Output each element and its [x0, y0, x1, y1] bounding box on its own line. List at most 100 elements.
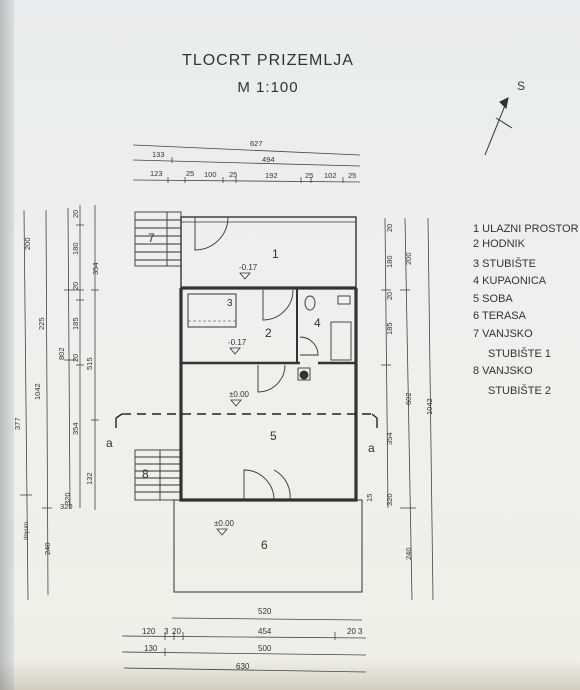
top-dimension-lines — [132, 144, 361, 183]
legend-item: 8 VANJSKO — [473, 365, 533, 377]
room-number: 3 — [227, 298, 233, 309]
dim-label: 520 — [258, 607, 272, 616]
legend-item: 4 KUPAONICA — [473, 275, 547, 287]
dim-label: 185 — [71, 317, 80, 330]
dim-label: 354 — [91, 262, 100, 275]
dim-label: 25 — [348, 171, 356, 180]
dim-label: 200 — [23, 237, 32, 250]
dim-label: 20 — [71, 354, 80, 362]
level-marks: -0.17 -0.17 ±0.00 ±0.00 — [214, 263, 258, 528]
right-dimension-lines — [381, 217, 434, 601]
dim-label: 20 — [71, 210, 80, 218]
level-triangles — [216, 272, 251, 536]
legend-item: 3 STUBIŠTE — [473, 257, 536, 270]
dim-label: 354 — [71, 422, 80, 435]
dim-label: 20 — [172, 627, 181, 636]
legend-item: 7 VANJSKO — [473, 328, 533, 340]
room-number: 4 — [314, 316, 321, 330]
dim-label: 100 — [204, 170, 217, 179]
legend-item: 6 TERASA — [473, 310, 527, 322]
dim-label: 354 — [385, 432, 394, 445]
dim-label: 320 — [63, 492, 72, 505]
level-mark: ±0.00 — [229, 390, 250, 399]
legend-item: 1 ULAZNI PROSTOR — [473, 223, 579, 235]
terrace-outline — [173, 499, 363, 593]
section-label-left: a — [106, 436, 113, 450]
dim-label: 3 — [164, 627, 169, 636]
top-dimension-labels: 627 133 494 123 25 100 25 192 25 102 25 — [150, 139, 356, 180]
dim-label: 225 — [37, 317, 46, 330]
building-walls — [179, 216, 358, 502]
dim-label: 240 — [404, 547, 413, 560]
dim-label: 627 — [250, 139, 263, 148]
dim-label: 377 — [13, 417, 22, 430]
dim-label: 3 — [358, 627, 363, 636]
dim-label: 185 — [385, 322, 394, 335]
north-arrow-icon — [484, 97, 513, 156]
dim-label: 133 — [152, 150, 165, 159]
dim-label: 20 — [347, 627, 356, 636]
legend-item: STUBIŠTE 2 — [488, 384, 551, 397]
dim-label: 200 — [404, 252, 413, 265]
bathroom-fixtures — [297, 295, 352, 381]
room-numbers: 1 2 3 4 5 6 7 8 — [142, 231, 321, 552]
dim-label: 1042 — [425, 398, 434, 415]
left-dimension-labels: 377 1042 240 225 802 320 200 515 132 20 … — [13, 210, 100, 555]
room-number: 2 — [265, 326, 272, 340]
left-dimension-lines — [20, 205, 99, 601]
level-mark: -0.17 — [228, 338, 247, 347]
dim-label: 132 — [85, 472, 94, 485]
dim-label: 20 — [71, 282, 80, 290]
dim-label: 1042 — [33, 383, 42, 400]
plan-title: TLOCRT PRIZEMLJA — [182, 52, 354, 69]
dim-label: 454 — [258, 627, 272, 636]
dim-note: dnyum — [24, 522, 30, 540]
dim-label: 630 — [236, 662, 250, 671]
legend-item: STUBIŠTE 1 — [488, 347, 551, 360]
dim-label: 180 — [71, 242, 80, 255]
room-number: 8 — [142, 467, 149, 481]
dim-label: 494 — [262, 155, 275, 164]
dim-label: 320 — [385, 493, 394, 506]
right-dimension-labels: 20 180 20 185 354 15 320 200 602 240 104… — [365, 224, 434, 560]
dim-label: 20 — [385, 292, 394, 300]
dim-label: 180 — [385, 255, 394, 268]
plan-scale: M 1:100 — [237, 79, 298, 96]
dim-label: 192 — [265, 171, 278, 180]
room-number: 7 — [148, 231, 155, 245]
legend-item: 5 SOBA — [473, 293, 513, 305]
dim-label: 120 — [142, 627, 156, 636]
dim-label: 602 — [404, 392, 413, 405]
bottom-dimension-lines — [121, 617, 367, 673]
dim-label: 130 — [144, 644, 158, 653]
binding-shadow — [0, 0, 14, 690]
level-mark: ±0.00 — [214, 519, 235, 528]
dim-label: 123 — [150, 169, 163, 178]
room-legend: 1 ULAZNI PROSTOR 2 HODNIK 3 STUBIŠTE 4 K… — [473, 223, 579, 397]
dim-label: 802 — [57, 347, 66, 360]
exterior-stairs-2 — [134, 449, 182, 501]
dim-label: 102 — [324, 171, 337, 180]
dim-label: 515 — [85, 357, 94, 370]
section-label-right: a — [368, 441, 375, 455]
dim-label: 15 — [365, 494, 374, 502]
dim-label: 25 — [305, 171, 313, 180]
dim-label: 320 — [60, 502, 73, 511]
level-mark: -0.17 — [239, 263, 258, 272]
dim-label: 25 — [229, 170, 237, 179]
room-number: 5 — [270, 429, 277, 443]
section-line — [115, 413, 378, 428]
door-swings — [194, 216, 319, 501]
dim-label: 20 — [385, 224, 394, 232]
room-number: 1 — [272, 247, 279, 261]
dim-label: 500 — [258, 644, 272, 653]
exterior-stairs-1 — [134, 211, 182, 267]
dim-label: 240 — [43, 542, 52, 555]
room-number: 6 — [261, 538, 268, 552]
legend-item: 2 HODNIK — [473, 238, 526, 250]
dim-label: 25 — [186, 169, 194, 178]
north-label: S — [517, 79, 525, 93]
page-shadow — [0, 660, 580, 690]
